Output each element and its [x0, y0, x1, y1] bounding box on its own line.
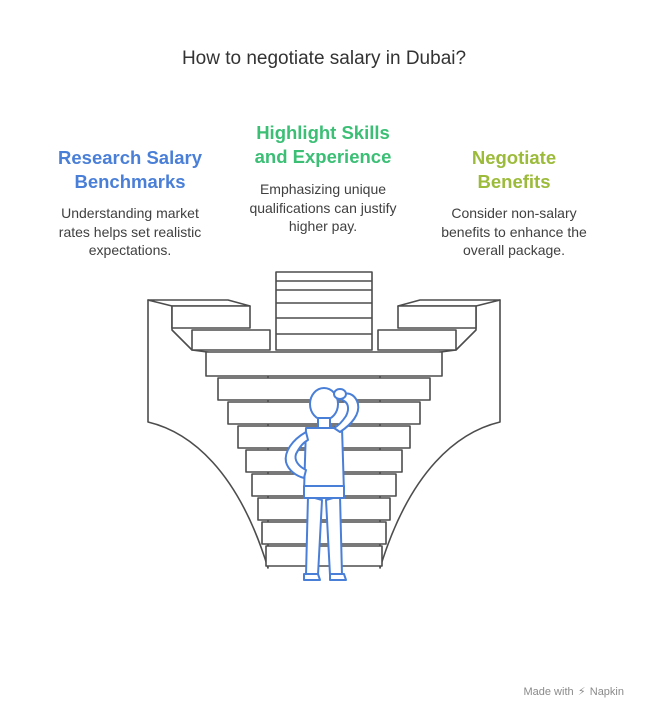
description-line: rates helps set realistic — [58, 223, 202, 240]
stair-step — [265, 545, 383, 567]
description-line: expectations. — [88, 242, 172, 258]
column-heading: Highlight Skills and Experience — [218, 121, 428, 169]
column-negotiate-benefits: Negotiate Benefits Consider non-salary b… — [420, 146, 608, 260]
page-title: How to negotiate salary in Dubai? — [181, 48, 467, 69]
description-line: Emphasizing unique — [259, 181, 387, 197]
heading-line: Benchmarks — [74, 171, 186, 192]
staircase — [147, 271, 501, 569]
center-tower — [275, 271, 373, 351]
right-step-1 — [397, 305, 477, 329]
person-right-leg — [325, 495, 343, 576]
person-belt — [303, 485, 345, 499]
heading-line: and Experience — [254, 146, 392, 167]
left-step-1 — [171, 305, 251, 329]
description-line: qualifications can justify — [249, 199, 397, 216]
person-torso — [303, 427, 345, 493]
heading-line: Highlight Skills — [256, 122, 390, 143]
person-left-leg — [305, 495, 323, 576]
person-neck — [317, 417, 331, 429]
description-line: overall package. — [463, 242, 565, 258]
column-heading: Negotiate Benefits — [420, 146, 608, 194]
column-heading: Research Salary Benchmarks — [40, 146, 220, 194]
watermark: Made with ⚡ Napkin — [523, 685, 624, 698]
description-line: benefits to enhance the — [441, 223, 587, 240]
person-right-foot — [329, 573, 347, 581]
column-description: Emphasizing unique qualifications can ju… — [218, 180, 428, 236]
left-step-2 — [191, 329, 271, 351]
right-step-2 — [377, 329, 457, 351]
column-highlight-skills: Highlight Skills and Experience Emphasiz… — [218, 121, 428, 236]
heading-line: Benefits — [477, 171, 551, 192]
person-figure — [284, 387, 360, 581]
heading-line: Research Salary — [58, 147, 202, 168]
person-right-arm — [333, 392, 360, 433]
watermark-brand: Napkin — [589, 686, 624, 698]
stair-step — [257, 497, 391, 521]
column-research-salary: Research Salary Benchmarks Understanding… — [40, 146, 220, 260]
description-line: Understanding market — [61, 205, 199, 221]
stair-step — [261, 521, 387, 545]
watermark-prefix: Made with — [523, 686, 574, 698]
heading-line: Negotiate — [471, 147, 557, 168]
person-left-foot — [303, 573, 321, 581]
description-line: higher pay. — [288, 218, 358, 234]
stair-step — [205, 351, 443, 377]
column-description: Understanding market rates helps set rea… — [40, 204, 220, 260]
person-left-arm — [284, 431, 309, 479]
person-hand — [333, 388, 347, 400]
column-description: Consider non-salary benefits to enhance … — [420, 204, 608, 260]
description-line: Consider non-salary — [451, 205, 577, 221]
napkin-logo-icon: ⚡ — [577, 686, 586, 698]
